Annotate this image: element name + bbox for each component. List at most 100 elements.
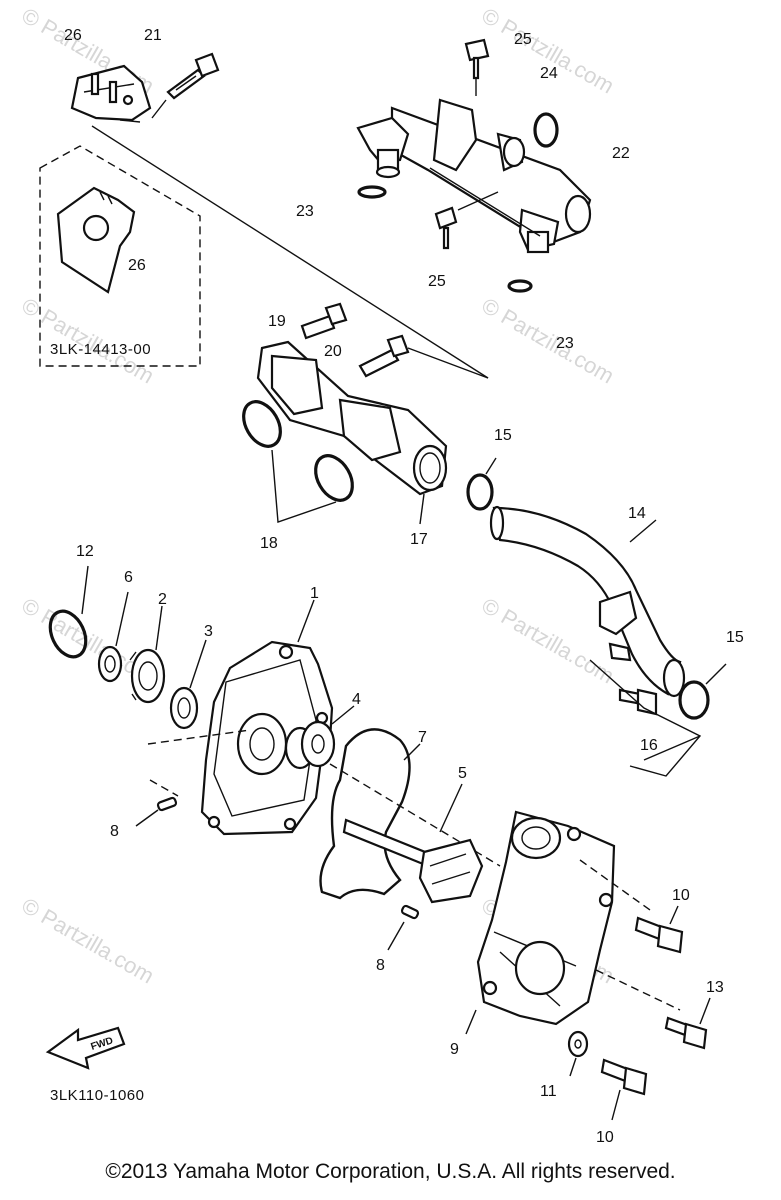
part-number: 5 [458,765,467,782]
bolt-25-top [464,38,490,80]
o-ring-12 [48,609,88,659]
part-number: 8 [376,957,385,974]
leader [669,905,679,925]
leader [485,457,497,475]
water-pipe-17 [256,340,448,496]
part-number: 26 [64,27,82,44]
part-number: 24 [540,65,558,82]
part-number: 25 [514,31,532,48]
part-number: 2 [158,591,167,608]
part-number: 26 [128,257,146,274]
part-number: 18 [260,535,278,552]
part-number: 19 [268,313,286,330]
bolt-25-mid [434,191,499,250]
bracket-26-top [70,64,152,122]
seal-3 [169,686,199,730]
o-ring-23-top [357,185,387,199]
part-number: 3 [204,623,213,640]
leader [387,921,405,951]
leader [151,99,167,119]
part-number: 23 [296,203,314,220]
leader [611,1089,621,1121]
part-number: 21 [144,27,162,44]
bearing-2 [129,648,166,704]
diagram-code: 3LK110-1060 [50,1087,144,1104]
leader [81,565,89,615]
watermark: © Partzilla.com [18,893,159,989]
gasket-7 [319,728,411,900]
leader [135,809,159,827]
fwd-arrow-icon: FWD [45,1026,126,1070]
part-number: 15 [494,427,512,444]
inset-box [39,145,201,367]
copyright-notice: ©2013 Yamaha Motor Corporation, U.S.A. A… [105,1160,676,1183]
impeller-4 [284,720,336,770]
leader [595,969,681,1011]
inset-part-code: 3LK-14413-00 [50,341,151,358]
part-number: 23 [556,335,574,352]
leader [331,705,355,725]
leader [149,779,179,797]
part-number: 25 [428,273,446,290]
part-number: 9 [450,1041,459,1058]
bolt-10-bottom [600,1058,648,1096]
watermark: © Partzilla.com [478,3,619,99]
leader [465,1009,477,1035]
leader [329,763,501,867]
leader [705,663,727,685]
leader [419,493,425,525]
leader [91,125,489,379]
part-number: 22 [612,145,630,162]
part-number: 11 [540,1083,557,1100]
dowel-pin-8-right [400,904,420,920]
part-number: 13 [706,979,724,996]
leader [699,997,711,1025]
pump-housing-1 [200,640,334,836]
part-number: 10 [596,1129,614,1146]
pump-cover-9 [476,810,616,1026]
part-number: 4 [352,691,361,708]
part-number: 8 [110,823,119,840]
bolt-21 [166,52,220,100]
washer-11 [567,1030,589,1058]
dowel-pin-8-left [156,796,178,812]
leader [569,1057,577,1077]
leader [297,599,315,643]
part-number: 14 [628,505,646,522]
leader [403,743,421,761]
water-pipe-22 [356,98,592,254]
o-ring-15-bottom [678,680,710,720]
part-number: 10 [672,887,690,904]
leader [579,859,651,911]
leader [155,605,163,651]
leader [643,735,701,761]
part-number: 20 [324,343,342,360]
part-number: 7 [418,729,427,746]
part-number: 12 [76,543,94,560]
part-number: 6 [124,569,133,586]
leader [115,591,129,647]
o-ring-24 [533,112,559,148]
water-hose-14 [489,505,686,698]
bolt-10-top [634,916,684,954]
o-ring-15-top [466,473,494,511]
bolt-13 [664,1016,708,1050]
leader [271,449,337,523]
leader [147,729,251,745]
o-ring-18-right [314,454,354,502]
bolt-19 [300,302,348,340]
part-number-labels: 26 21 26 25 24 22 23 25 23 19 20 15 18 1… [64,27,744,1146]
leader [407,347,489,379]
part-number: 1 [310,585,319,602]
watermark: © Partzilla.com [478,293,619,389]
part-number: 16 [640,737,658,754]
watermark: © Partzilla.com [478,593,619,689]
part-number: 17 [410,531,428,548]
impeller-shaft-5 [342,818,484,904]
part-number: 15 [726,629,744,646]
o-ring-18-left [242,400,282,448]
leader [119,119,141,123]
seal-6 [97,645,123,683]
o-ring-23-bottom [507,279,533,293]
